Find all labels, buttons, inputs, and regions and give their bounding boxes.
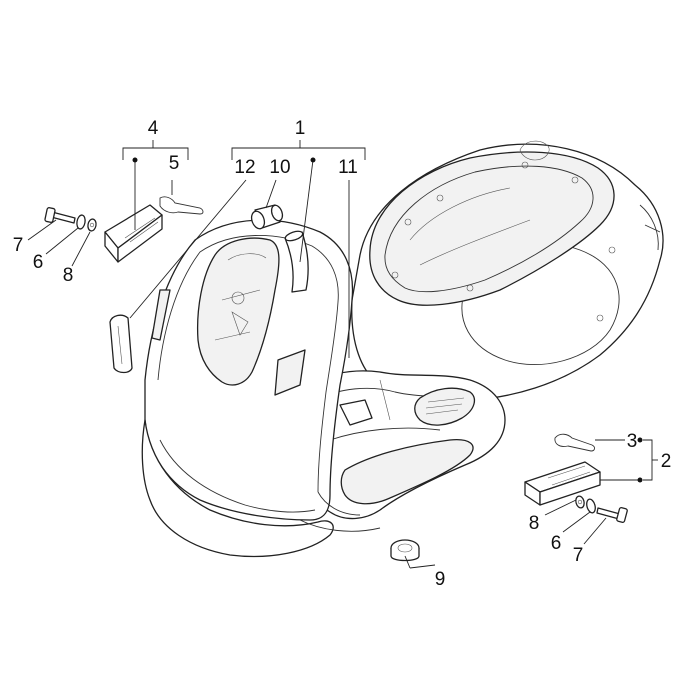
washer-6-right xyxy=(586,498,596,514)
rubber-block-2 xyxy=(524,461,601,506)
nut-8-left xyxy=(87,218,97,232)
leader-lines xyxy=(27,140,658,569)
callout-9: 9 xyxy=(435,569,446,590)
rubber-block-4 xyxy=(104,204,163,263)
leader-dots xyxy=(132,157,643,483)
callout-6-left: 6 xyxy=(33,252,44,273)
clip-part-3 xyxy=(554,433,595,452)
callout-12: 12 xyxy=(234,157,255,178)
callout-10: 10 xyxy=(269,157,290,178)
callout-8-left: 8 xyxy=(63,265,74,286)
callout-11: 11 xyxy=(338,157,358,178)
callout-1: 1 xyxy=(295,118,306,139)
callout-4: 4 xyxy=(148,118,159,139)
nut-8-right xyxy=(575,495,585,509)
callout-8-right: 8 xyxy=(529,513,540,534)
callout-2: 2 xyxy=(661,451,672,472)
clip-bracket-12 xyxy=(109,314,133,374)
callout-6-right: 6 xyxy=(551,533,562,554)
callout-5: 5 xyxy=(169,153,180,174)
bolt-7-right xyxy=(596,507,628,523)
callout-7-right: 7 xyxy=(573,545,584,566)
washer-6-left xyxy=(76,214,86,230)
bolt-7-left xyxy=(44,207,76,224)
grommet-9 xyxy=(390,539,420,562)
clip-part-5 xyxy=(159,196,204,215)
callout-7-left: 7 xyxy=(13,235,24,256)
callout-3: 3 xyxy=(627,431,638,452)
cylinder-part-10 xyxy=(250,204,284,230)
body-shell xyxy=(141,140,664,558)
callouts: 4 5 1 12 10 11 7 6 8 3 2 8 6 7 9 xyxy=(13,118,672,590)
